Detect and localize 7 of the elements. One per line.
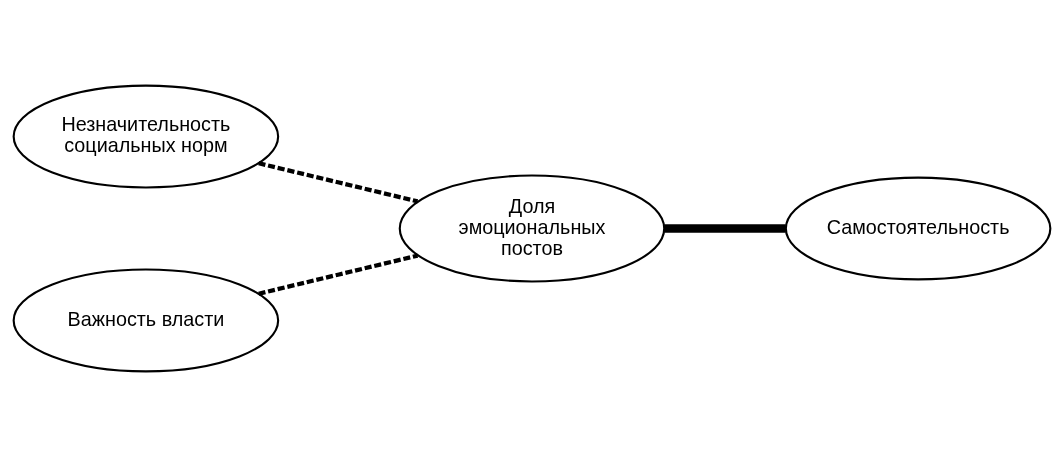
connector: [664, 224, 786, 233]
connector: [258, 161, 419, 204]
node-ellipse: Важность власти: [12, 268, 280, 373]
connector: [258, 253, 419, 296]
node-ellipse: Незначительность социальных норм: [12, 84, 280, 189]
node-ellipse: Доля эмоциональных постов: [398, 174, 666, 283]
node-ellipse: Самостоятельность: [784, 176, 1052, 281]
